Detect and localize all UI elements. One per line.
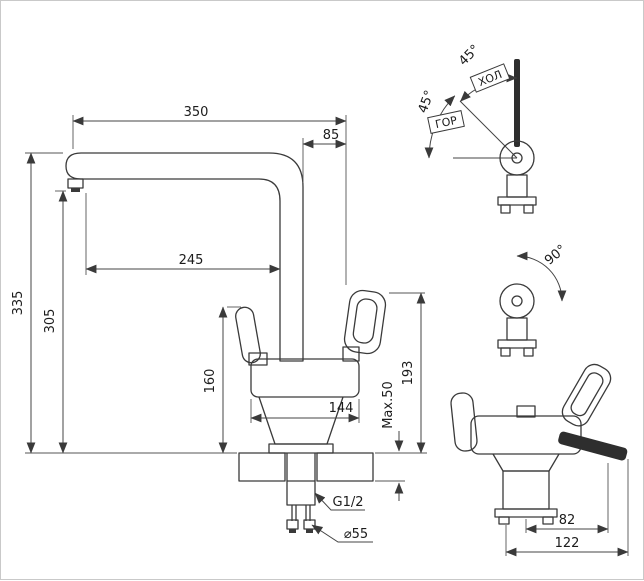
hot-label-box: ГОР <box>427 110 465 134</box>
dim-max50: Max.50 <box>381 381 396 429</box>
left-handle-joint <box>248 352 268 366</box>
diameter-label: ⌀55 <box>344 527 368 542</box>
front-foot-right <box>542 516 554 525</box>
lift-stem <box>506 317 528 341</box>
handle-swivel-view: 45° 45° ХОЛ ГОР <box>416 42 537 214</box>
handle-lever-right <box>527 293 579 298</box>
handle-lift-view: 90° <box>497 241 579 357</box>
handle-lever-up <box>512 241 515 287</box>
base-flange <box>268 443 334 454</box>
front-foot-left <box>498 516 510 525</box>
swivel-foot-right <box>523 204 534 214</box>
dim-122: 122 <box>555 536 580 551</box>
front-column <box>502 470 550 510</box>
ref-45-line <box>459 100 518 159</box>
aerator <box>67 178 84 189</box>
left-handle <box>235 306 261 364</box>
front-top-detail <box>516 405 536 418</box>
front-base <box>494 508 558 518</box>
countertop-right <box>316 452 374 482</box>
dim-335: 335 <box>11 291 26 316</box>
front-loop-handle <box>561 363 612 427</box>
aerator-nozzle <box>71 188 80 192</box>
cold-label-box: ХОЛ <box>469 63 511 93</box>
lift-foot-right <box>523 347 534 357</box>
handle-lever-vertical <box>514 59 520 147</box>
right-loop-handle <box>343 289 387 355</box>
dim-350: 350 <box>184 105 209 120</box>
swivel-base <box>497 196 537 206</box>
thread-label: G1/2 <box>333 495 364 510</box>
front-view-dimensions: 82 122 <box>505 459 629 557</box>
lift-foot-left <box>500 347 511 357</box>
swivel-foot-left <box>500 204 511 214</box>
front-side-lever <box>558 431 628 461</box>
angle-45-lower: 45° <box>416 88 438 115</box>
dim-144: 144 <box>329 401 354 416</box>
dim-82: 82 <box>559 513 576 528</box>
lift-base <box>497 339 537 349</box>
angle-45-upper: 45° <box>456 42 483 69</box>
dim-245: 245 <box>179 253 204 268</box>
mixer-body <box>250 358 360 398</box>
front-view-geometry <box>450 363 628 525</box>
hot-label: ГОР <box>434 114 459 131</box>
dim-193: 193 <box>401 361 416 386</box>
supply-hoses <box>286 505 316 533</box>
lift-body-circle <box>499 283 535 319</box>
swivel-stem <box>506 174 528 198</box>
main-view-geometry <box>65 152 387 533</box>
main-view-dimensions: 350 85 245 335 305 160 144 193 Max.50 G1… <box>11 105 427 543</box>
countertop-left <box>238 452 286 482</box>
angle-90: 90° <box>542 242 569 268</box>
handle-body-hub <box>511 152 523 164</box>
dim-85: 85 <box>323 128 340 143</box>
right-handle-joint <box>342 346 360 362</box>
threaded-shank <box>286 480 316 506</box>
front-body-band <box>470 415 582 455</box>
dim-160: 160 <box>203 369 218 394</box>
front-body-taper <box>492 453 560 472</box>
spout-outline <box>65 152 304 362</box>
front-left-handle <box>450 392 478 452</box>
lift-body-hub <box>511 295 523 307</box>
dim-305: 305 <box>43 309 58 334</box>
